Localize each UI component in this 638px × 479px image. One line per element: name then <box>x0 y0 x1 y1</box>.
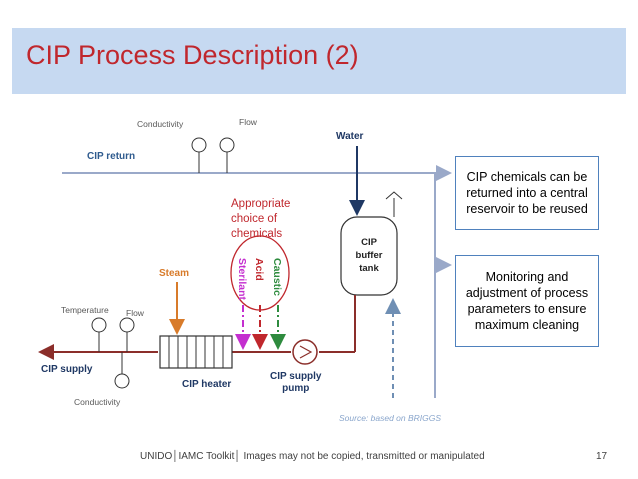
steam-label: Steam <box>159 268 190 279</box>
bottom-conductivity-sensor <box>114 352 130 389</box>
cip-supply-pump-label: CIP supply pump <box>270 371 322 394</box>
tank-vent <box>385 191 403 217</box>
bottom-flow-label: Flow <box>126 308 144 318</box>
bottom-conductivity-label: Conductivity <box>74 397 121 407</box>
top-conductivity-label: Conductivity <box>137 119 184 129</box>
cip-heater-label: CIP heater <box>182 379 232 390</box>
page-title: CIP Process Description (2) <box>26 40 359 70</box>
acid-label: Acid <box>253 258 265 281</box>
cip-heater <box>159 335 233 369</box>
cip-supply-pump <box>292 339 318 365</box>
top-flow-label: Flow <box>239 117 257 127</box>
temperature-sensor <box>91 317 107 352</box>
caustic-label: Caustic <box>271 258 283 296</box>
source-label: Source: based on BRIGGS <box>339 413 442 423</box>
footer-text: UNIDO│IAMC Toolkit│ Images may not be co… <box>140 451 485 462</box>
title-banner <box>12 28 626 94</box>
cip-buffer-tank-label: CIP buffer tank <box>355 237 383 274</box>
cip-return-line <box>62 165 452 398</box>
cip-buffer-tank <box>340 216 398 296</box>
cip-return-label: CIP return <box>87 151 136 162</box>
sterilant-label: Sterilant <box>236 258 248 301</box>
top-conductivity-sensor <box>191 137 207 173</box>
page-number: 17 <box>596 451 608 462</box>
chemicals-ellipse <box>230 235 290 311</box>
water-label: Water <box>336 131 364 142</box>
cip-supply-label: CIP supply <box>41 364 93 375</box>
top-flow-sensor <box>219 137 235 173</box>
appropriate-chemicals-label: Appropriate choice of chemicals <box>231 198 291 240</box>
temperature-label: Temperature <box>61 305 109 315</box>
monitoring-box: Monitoring and adjustment of process par… <box>455 255 599 347</box>
bottom-flow-sensor <box>119 317 135 352</box>
chemicals-returned-box: CIP chemicals can be returned into a cen… <box>455 156 599 230</box>
